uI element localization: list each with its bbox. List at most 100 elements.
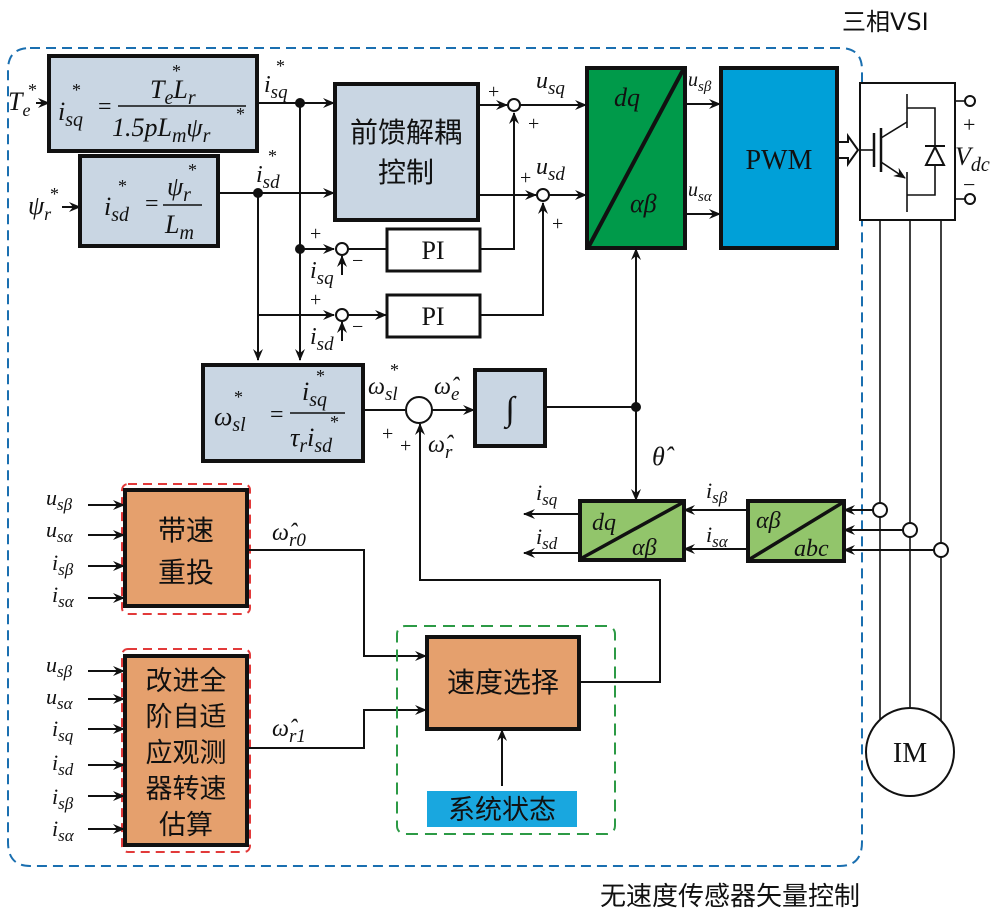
isd-output-signal: isd — [536, 524, 558, 553]
fr-input-isb: isβ — [52, 550, 74, 579]
svg-text:dq: dq — [592, 510, 616, 536]
system-state-box — [427, 791, 577, 827]
we-hat-signal: ω̂e — [434, 374, 460, 405]
slip-lhs: ωsl — [214, 402, 246, 436]
sum-junction-usd — [536, 188, 550, 202]
svg-text:*: * — [316, 366, 325, 386]
svg-text:∫: ∫ — [503, 391, 517, 430]
isd-ref-signal: isd — [256, 162, 280, 193]
usd-signal: usd — [536, 154, 565, 185]
decoupling-label-2: 控制 — [378, 156, 434, 189]
isq-numerator: TeLr — [150, 75, 196, 109]
svg-text:*: * — [72, 80, 81, 100]
isq-lhs: isq — [58, 97, 83, 131]
isd-calc-block — [78, 154, 220, 248]
svg-text:=: = — [145, 191, 159, 217]
gate-signal-arrow — [837, 132, 860, 168]
svg-text:速度选择: 速度选择 — [447, 666, 559, 699]
svg-text:=: = — [270, 402, 284, 428]
sum-junction-q — [335, 242, 349, 256]
sum-junction-usq — [507, 98, 521, 112]
usb-signal: usβ — [688, 69, 712, 95]
pwm-block — [719, 66, 839, 250]
isq-output-signal: isq — [536, 480, 558, 509]
obs-input-isa: isα — [52, 816, 75, 845]
svg-text:−: − — [352, 250, 363, 272]
adaptive-observer-block — [123, 654, 249, 847]
inverter-title: 三相VSI — [842, 8, 929, 36]
svg-text:*: * — [390, 360, 399, 380]
svg-text:αβ: αβ — [632, 535, 657, 561]
svg-text:系统状态: 系统状态 — [448, 795, 556, 826]
svg-text:+: + — [382, 423, 393, 445]
usq-signal: usq — [536, 68, 565, 99]
svg-text:αβ: αβ — [630, 189, 657, 218]
svg-text:abc: abc — [794, 536, 829, 562]
pi-controller-d — [385, 293, 482, 339]
te-ref-label: Te — [8, 87, 30, 120]
obs-input-isq: isq — [52, 716, 74, 745]
svg-text:PI: PI — [421, 302, 444, 331]
wr-hat-signal: ω̂r — [428, 432, 454, 463]
isd-numerator: ψr — [167, 172, 191, 206]
isd-lhs: isd — [104, 192, 130, 226]
svg-text:αβ: αβ — [756, 508, 781, 534]
wr1-hat-signal: ω̂r1 — [272, 716, 306, 747]
theta-hat-signal: θ̂ — [652, 442, 675, 471]
svg-text:*: * — [330, 412, 339, 432]
wr0-hat-signal: ω̂r0 — [272, 520, 306, 551]
svg-text:*: * — [236, 104, 245, 124]
svg-text:带速: 带速 — [158, 514, 214, 547]
svg-text:=: = — [98, 94, 112, 120]
svg-text:*: * — [50, 184, 59, 204]
svg-text:dq: dq — [614, 83, 640, 112]
obs-input-isd: isd — [52, 750, 74, 779]
svg-text:PI: PI — [421, 236, 444, 265]
svg-text:+: + — [528, 113, 539, 135]
vdc-label: Vdc — [955, 142, 990, 176]
svg-text:阶自适: 阶自适 — [146, 702, 227, 733]
svg-text:+: + — [310, 289, 321, 311]
dc-plus-terminal — [964, 95, 976, 107]
controller-boundary — [7, 47, 863, 867]
flying-restart-block — [123, 488, 249, 608]
svg-text:*: * — [234, 387, 243, 407]
diagram-caption: 无速度传感器矢量控制 — [600, 882, 860, 912]
svg-text:−: − — [963, 172, 975, 197]
svg-text:+: + — [310, 223, 321, 245]
svg-text:+: + — [963, 112, 975, 137]
svg-text:*: * — [268, 146, 277, 166]
isq-denominator: 1.5pLmψr — [112, 113, 211, 147]
svg-text:估算: 估算 — [159, 810, 213, 841]
current-sensor-b — [902, 522, 918, 538]
svg-text:PWM: PWM — [746, 145, 813, 176]
psi-ref-label: ψr — [28, 191, 52, 224]
decoupling-label-1: 前馈解耦 — [350, 116, 462, 149]
svg-text:*: * — [188, 160, 197, 180]
obs-input-usa: usα — [46, 684, 74, 713]
fr-input-usa: usα — [46, 517, 74, 546]
svg-text:+: + — [520, 167, 531, 189]
svg-text:应观测: 应观测 — [146, 738, 227, 769]
isq-feedback-label: isq — [310, 258, 334, 289]
speed-sum-junction — [405, 396, 433, 424]
diode-icon — [924, 144, 946, 166]
svg-text:+: + — [400, 435, 411, 457]
speed-select-boundary — [396, 625, 616, 835]
svg-text:*: * — [276, 56, 285, 76]
svg-text:*: * — [118, 176, 127, 196]
isd-denominator: Lm — [164, 210, 194, 244]
isa-signal: isα — [706, 522, 729, 551]
svg-text:+: + — [552, 213, 563, 235]
induction-motor — [865, 707, 955, 797]
svg-text:−: − — [352, 316, 363, 338]
svg-text:IM: IM — [893, 738, 927, 769]
obs-input-isb: isβ — [52, 784, 74, 813]
fr-input-isa: isα — [52, 582, 75, 611]
wsl-ref-signal: ωsl — [368, 374, 398, 405]
dc-minus-terminal — [964, 193, 976, 205]
observer-boundary — [121, 648, 251, 853]
sum-junction-d — [335, 308, 349, 322]
svg-text:重投: 重投 — [158, 556, 214, 589]
current-sensor-c — [933, 542, 949, 558]
